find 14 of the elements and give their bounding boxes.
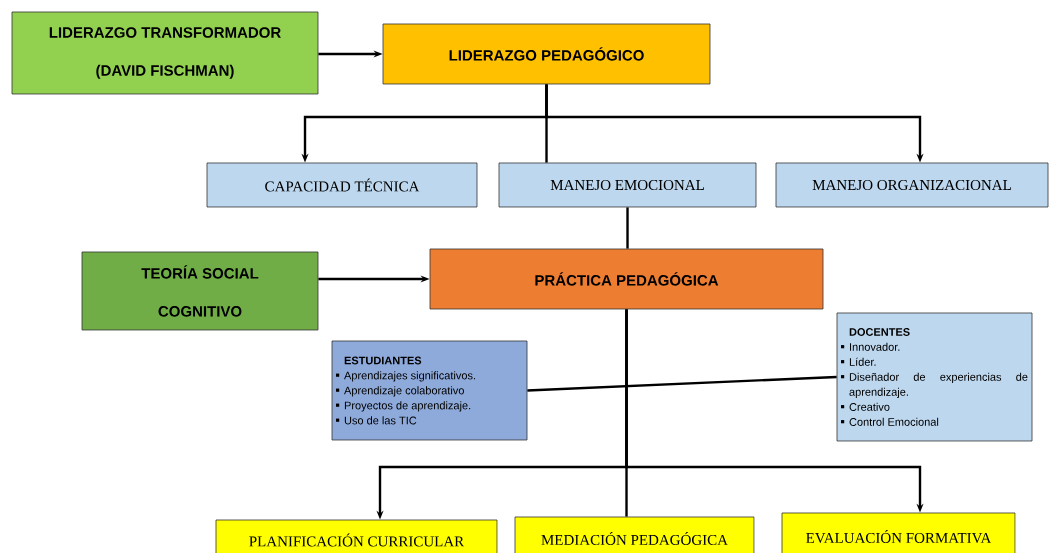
outcome-box: EVALUACIÓN FORMATIVA xyxy=(781,512,1016,553)
list-box: ESTUDIANTES Aprendizajes significativos. Aprendizaje colaborativo Proyectos de aprendizaje. Uso de las TIC xyxy=(331,340,528,441)
list-box: DOCENTES Innovador. Líder. Diseñador de experiencias de aprendizaje. Creativo Control Emocional xyxy=(836,312,1033,442)
outcome-box: PLANIFICACIÓN CURRICULAR xyxy=(215,519,498,553)
concept-box: TEORÍA SOCIAL COGNITIVO xyxy=(81,251,319,331)
outcome-box: MEDIACIÓN PEDAGÓGICA xyxy=(514,516,755,553)
concept-box: LIDERAZGO TRANSFORMADOR (DAVID FISCHMAN) xyxy=(11,11,319,95)
concept-box: PRÁCTICA PEDAGÓGICA xyxy=(429,248,824,310)
category-box: MANEJO EMOCIONAL xyxy=(498,162,757,208)
connector xyxy=(527,375,837,392)
category-box: CAPACIDAD TÉCNICA xyxy=(206,162,478,208)
concept-box: LIDERAZGO PEDAGÓGICO xyxy=(382,23,711,85)
category-box: MANEJO ORGANIZACIONAL xyxy=(775,162,1049,208)
connector xyxy=(626,207,629,249)
